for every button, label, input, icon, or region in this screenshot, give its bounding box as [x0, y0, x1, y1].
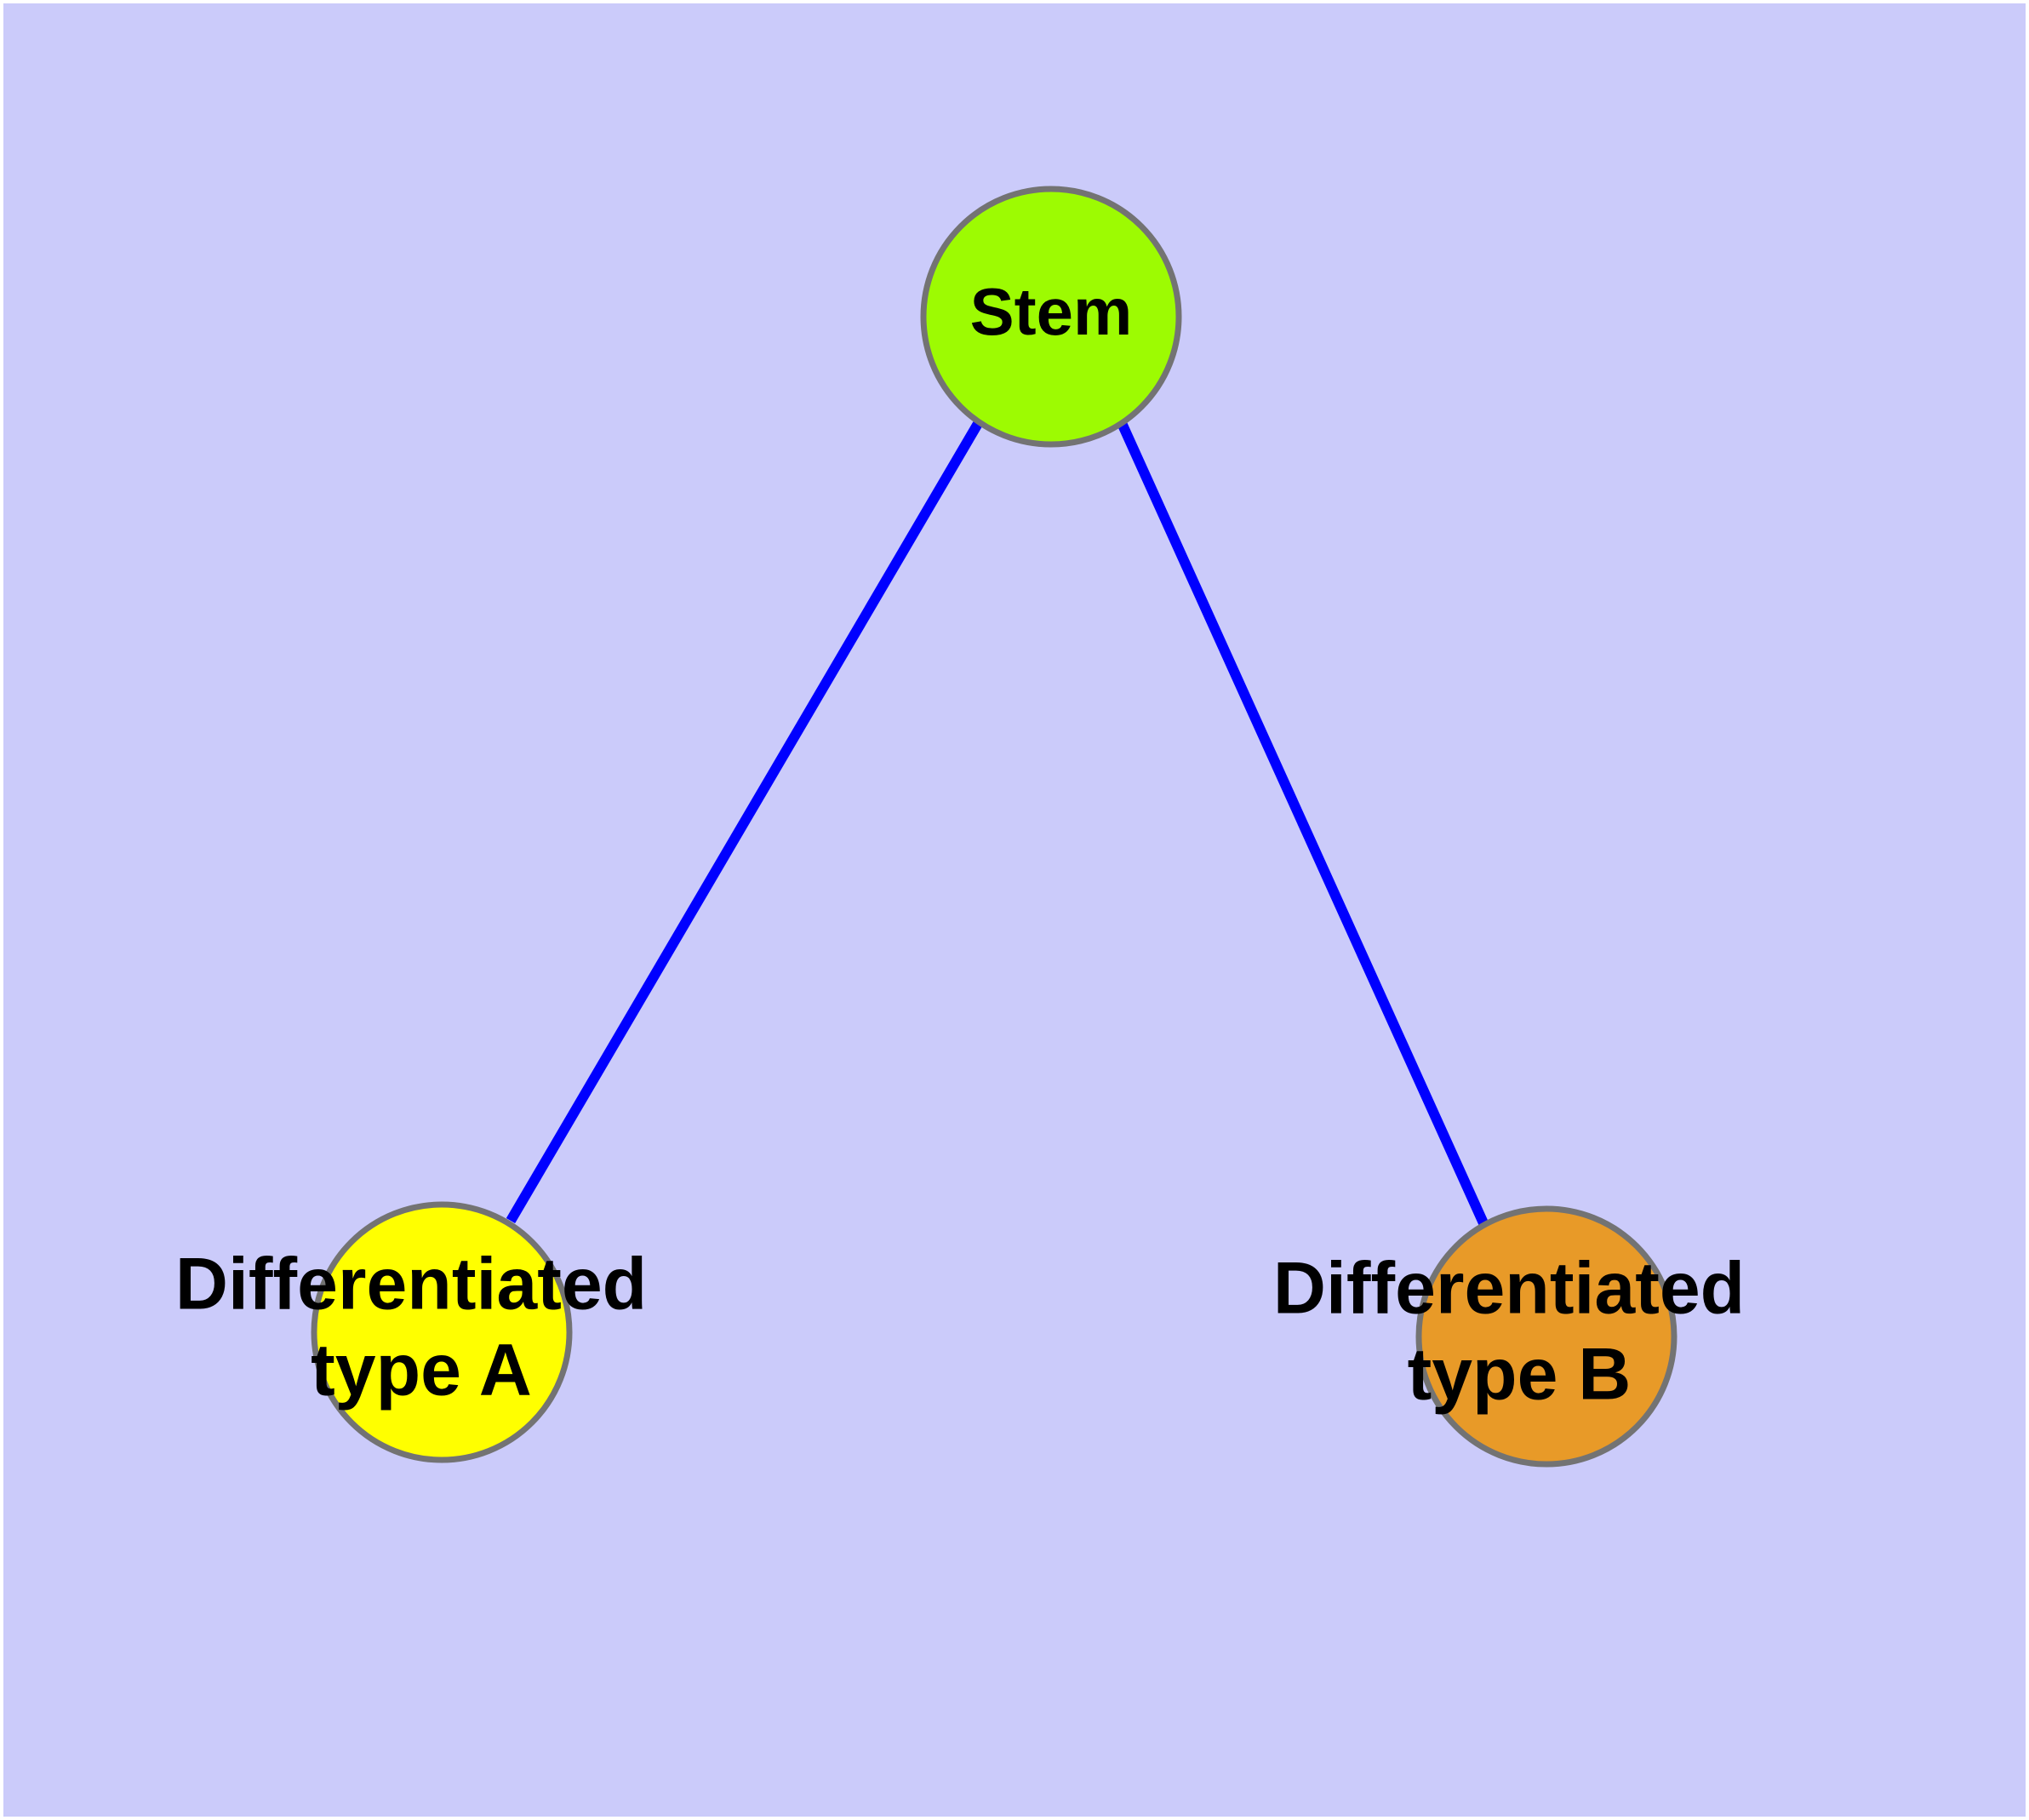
node-label-differentiated-type-a-line-2: type A	[311, 1329, 532, 1411]
node-diff-a[interactable]	[311, 1201, 573, 1463]
node-label-differentiated-type-a: Differentiated type A	[175, 1243, 667, 1411]
node-circle-stem[interactable]	[920, 186, 1182, 448]
edges-group	[506, 419, 1489, 1228]
node-label-differentiated-type-b: Differentiated type B	[1273, 1247, 1765, 1415]
node-circle-differentiated-type-b[interactable]	[1415, 1205, 1677, 1468]
node-label-differentiated-type-b-line-2: type B	[1408, 1333, 1632, 1415]
node-label-differentiated-type-b-line-1: Differentiated	[1273, 1247, 1745, 1329]
node-label-differentiated-type-a-line-1: Differentiated	[175, 1243, 647, 1325]
node-label-stem-line-1: Stem	[970, 274, 1133, 349]
labels-group: Stem Differentiated type A Differentiate…	[175, 274, 1765, 1415]
node-circle-differentiated-type-a[interactable]	[311, 1201, 573, 1463]
node-diff-b[interactable]	[1415, 1205, 1677, 1468]
edge-stem-to-differentiated-type-b[interactable]	[1117, 421, 1489, 1228]
node-stem[interactable]	[920, 186, 1182, 448]
node-label-stem: Stem	[970, 274, 1133, 349]
nodes-group	[311, 186, 1677, 1468]
edge-stem-to-differentiated-type-a[interactable]	[506, 419, 984, 1224]
